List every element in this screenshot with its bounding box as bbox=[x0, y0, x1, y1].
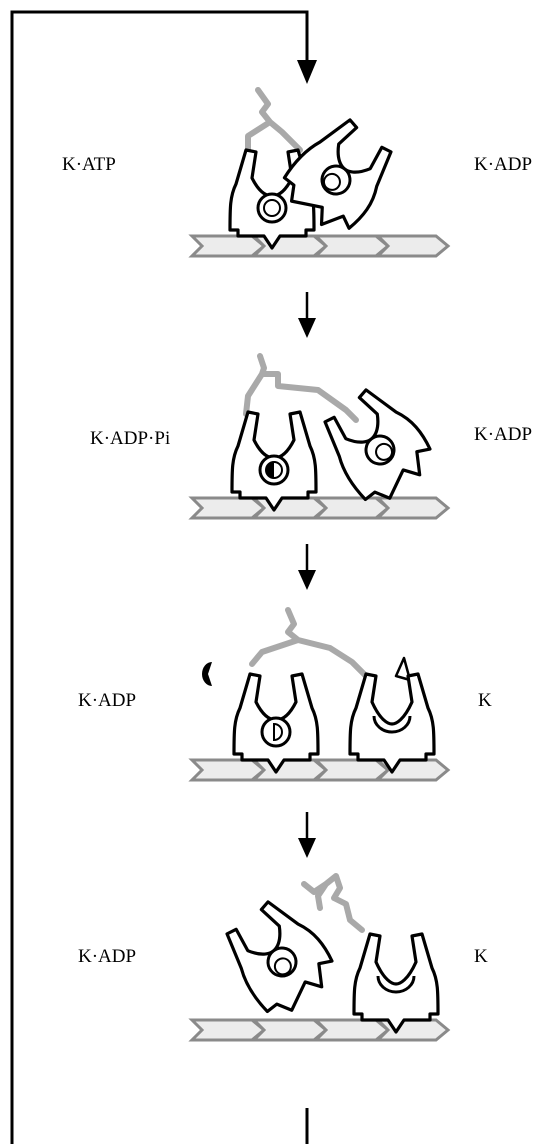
kinesin-head-right bbox=[282, 118, 393, 230]
stage-1: K·ATP K·ADP bbox=[62, 87, 532, 258]
cycle-return-line bbox=[10, 10, 309, 1144]
flow-arrowhead bbox=[297, 60, 317, 84]
neck-linker bbox=[249, 607, 369, 679]
stage-1-right-label: K·ADP bbox=[474, 154, 532, 175]
neck-linker bbox=[243, 353, 359, 423]
kinesin-head-left bbox=[230, 410, 318, 512]
stage-3: K·ADP K bbox=[78, 607, 492, 782]
kinesin-head-right bbox=[348, 672, 436, 774]
flow-arrowhead bbox=[298, 570, 316, 590]
stage-3-left-label: K·ADP bbox=[78, 690, 136, 711]
stage-4-left-label: K·ADP bbox=[78, 946, 136, 967]
kinesin-head-left bbox=[232, 672, 320, 774]
stage-4-right-label: K bbox=[474, 946, 488, 967]
kinesin-head-left bbox=[225, 900, 334, 1014]
stage-4: K·ADP K bbox=[78, 873, 488, 1042]
stage-1-left-label: K·ATP bbox=[62, 154, 116, 175]
kinesin-head-right bbox=[352, 932, 440, 1034]
kinesin-head-right bbox=[323, 388, 432, 502]
flow-arrowhead bbox=[298, 318, 316, 338]
stage-2-left-label: K·ADP·Pi bbox=[90, 428, 170, 449]
stage-3-right-label: K bbox=[478, 690, 492, 711]
flow-arrowhead bbox=[298, 838, 316, 858]
neck-linker bbox=[245, 87, 303, 155]
neck-linker bbox=[301, 873, 365, 933]
stage-2-right-label: K·ADP bbox=[474, 424, 532, 445]
stage-2: K·ADP·Pi K·ADP bbox=[90, 353, 532, 520]
released-phosphate bbox=[202, 662, 212, 686]
released-adp bbox=[394, 656, 412, 682]
